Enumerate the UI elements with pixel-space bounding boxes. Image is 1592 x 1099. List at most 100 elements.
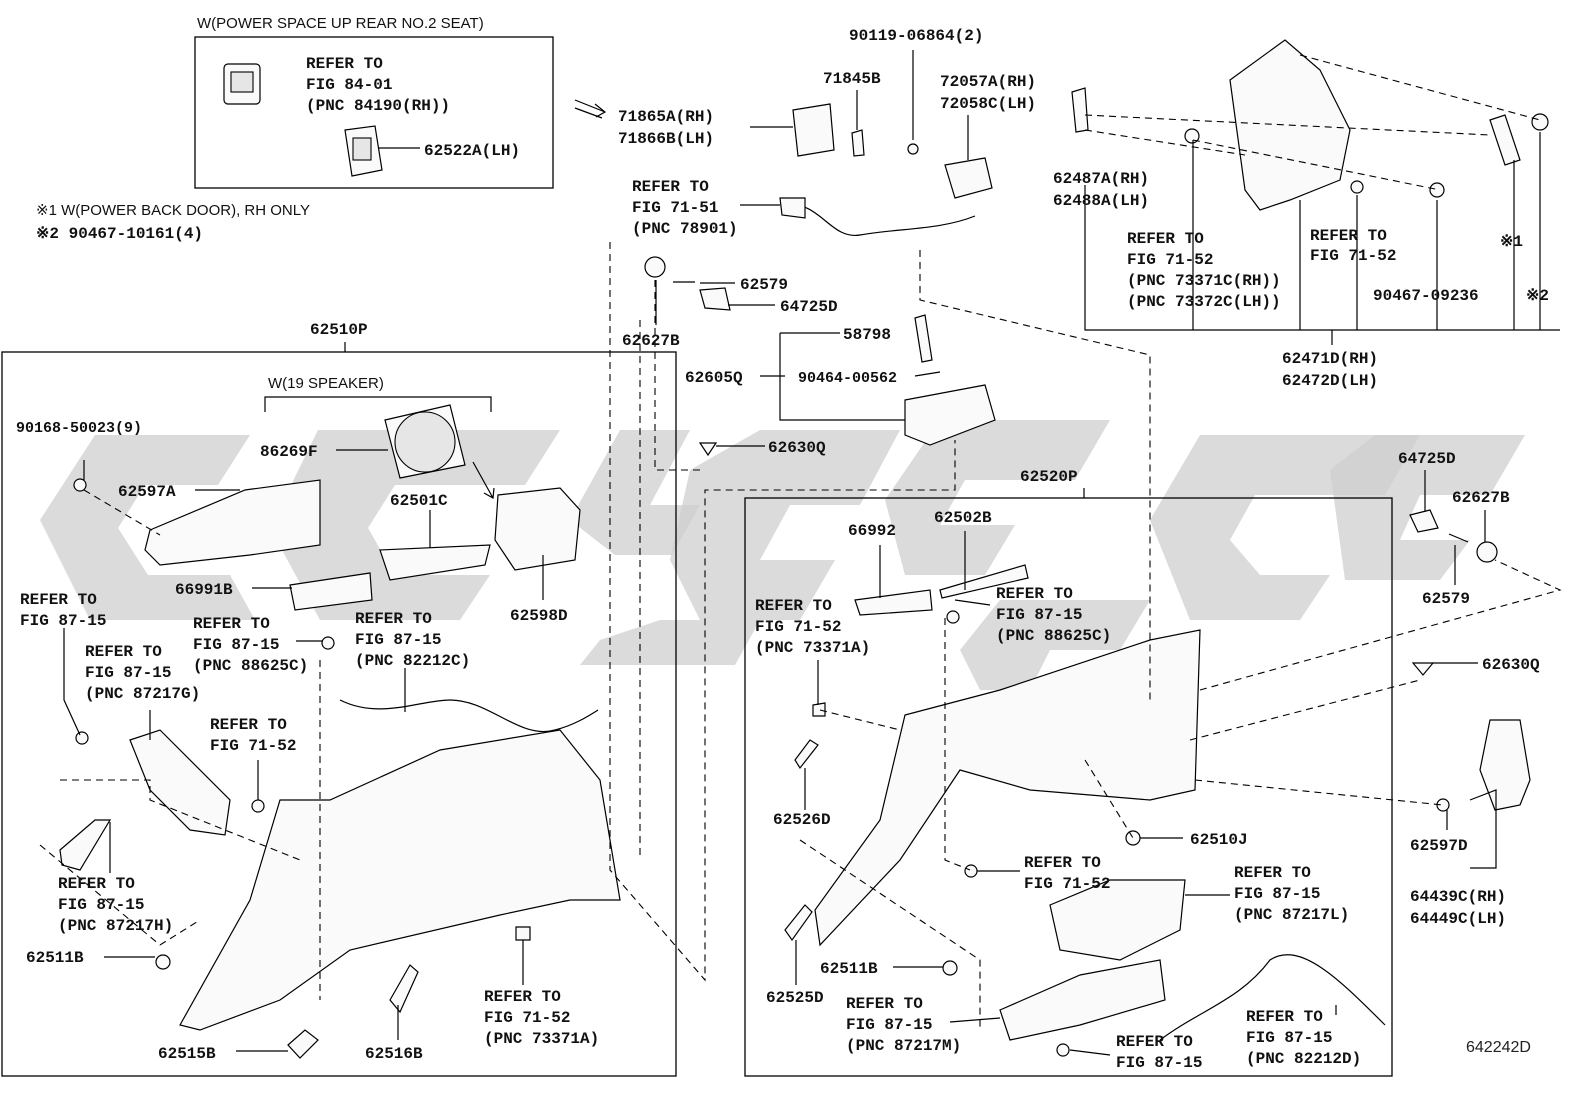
clip-87-15-bottom — [1056, 1043, 1070, 1057]
clip-71-52-part — [1350, 180, 1364, 194]
lid-62605Q-part — [904, 384, 996, 446]
drawing-number: 642242D — [1466, 1039, 1531, 1056]
label-62627B-top: 62627B — [622, 332, 680, 350]
refer-71-52-l2-line1: REFER TO — [484, 988, 561, 1006]
cable-78901 — [784, 204, 976, 236]
watermark-logo — [40, 420, 1525, 690]
left-assembly-box — [1, 351, 677, 1077]
refer-71-52-l2-line3: (PNC 73371A) — [484, 1030, 599, 1048]
screw-62579-right — [1448, 533, 1469, 543]
label-62520P: 62520P — [1020, 468, 1078, 486]
label-62579-right: 62579 — [1422, 590, 1470, 608]
grille-62526D-part — [794, 739, 819, 770]
trim-62510P-part — [179, 729, 621, 1031]
label-72057A: 72057A(RH) — [940, 73, 1036, 91]
label-62579-top: 62579 — [740, 276, 788, 294]
refer-87-15-l3-line3: (PNC 82212C) — [355, 652, 470, 670]
holder-66992-part — [854, 589, 933, 616]
label-62630Q-mid: 62630Q — [768, 439, 826, 457]
label-62526D: 62526D — [773, 811, 831, 829]
label-72058C: 72058C(LH) — [940, 95, 1036, 113]
refer-71-52-m3-line2: FIG 71-52 — [1024, 875, 1110, 893]
label-90464: 90464-00562 — [798, 370, 897, 387]
refer-71-52-l1-line1: REFER TO — [210, 716, 287, 734]
clip-62511B-right — [942, 960, 958, 976]
label-62522A: 62522A(LH) — [424, 142, 520, 160]
note-2: ※2 90467-10161(4) — [36, 225, 203, 243]
label-62472D: 62472D(LH) — [1282, 372, 1378, 390]
grille-62525D-part — [784, 904, 813, 942]
refer-84-01-line1: REFER TO — [306, 55, 383, 73]
clip-71845B-part — [851, 129, 865, 157]
refer-71-51-line2: FIG 71-51 — [632, 199, 718, 217]
label-71866B: 71866B(LH) — [618, 130, 714, 148]
refer-87-15-m2-line2: FIG 87-15 — [996, 606, 1082, 624]
label-62597D: 62597D — [1410, 837, 1468, 855]
clip-71-52-left — [251, 799, 265, 813]
refer-87-15-l1-line2: FIG 87-15 — [20, 612, 106, 630]
box-71865A-part — [792, 103, 835, 157]
refer-87-15-m7-line1: REFER TO — [1246, 1008, 1323, 1026]
seat-option-box — [194, 36, 554, 189]
clip-62511B-left — [155, 954, 171, 970]
clip-64725D-top — [699, 287, 731, 311]
label-62627B-right: 62627B — [1452, 489, 1510, 507]
refer-71-52-m1-line2: FIG 71-52 — [755, 618, 841, 636]
label-62630Q-right: 62630Q — [1482, 656, 1540, 674]
refer-71-52-l2-line2: FIG 71-52 — [484, 1009, 570, 1027]
bolt-90119-part — [907, 143, 919, 155]
clip-87-15-left — [75, 731, 89, 745]
grille-62516B-part — [389, 964, 419, 1014]
label-71865A: 71865A(RH) — [618, 108, 714, 126]
refer-87-15-l2-line3: (PNC 88625C) — [193, 657, 308, 675]
mark-1: ※1 — [1500, 233, 1523, 251]
label-86269F: 86269F — [260, 443, 318, 461]
refer-87-15-l5-line1: REFER TO — [58, 875, 135, 893]
label-90467-09236: 90467-09236 — [1373, 287, 1479, 305]
clip-62510J-part — [1125, 830, 1141, 846]
label-62511B-right: 62511B — [820, 960, 878, 978]
refer-71-52-m3-line1: REFER TO — [1024, 854, 1101, 872]
refer-87-15-l3-line1: REFER TO — [355, 610, 432, 628]
clip-73371A-right — [812, 702, 826, 717]
refer-87-15-m2-line3: (PNC 88625C) — [996, 627, 1111, 645]
label-62501C: 62501C — [390, 492, 448, 510]
refer-87-15-m2-line1: REFER TO — [996, 585, 1073, 603]
refer-87-15-l5-line2: FIG 87-15 — [58, 896, 144, 914]
clip-mark2-part — [1531, 113, 1549, 131]
label-71845B: 71845B — [823, 70, 881, 88]
refer-71-52-l1-line2: FIG 71-52 — [210, 737, 296, 755]
clip-73371C-part — [1184, 128, 1200, 144]
label-62597A: 62597A — [118, 483, 176, 501]
speaker-title: W(19 SPEAKER) — [268, 375, 384, 392]
bracket-mark1-part — [1489, 114, 1521, 166]
label-64439C: 64439C(RH) — [1410, 888, 1506, 906]
duct-87217M-part — [999, 959, 1166, 1041]
note-1: ※1 W(POWER BACK DOOR), RH ONLY — [36, 202, 310, 219]
label-62510P: 62510P — [310, 321, 368, 339]
refer-71-52-r2-line1: REFER TO — [1310, 227, 1387, 245]
refer-71-51-line3: (PNC 78901) — [632, 220, 738, 238]
refer-87-15-l3-line2: FIG 87-15 — [355, 631, 441, 649]
mark-2: ※2 — [1526, 287, 1549, 305]
label-62502B: 62502B — [934, 509, 992, 527]
refer-87-15-l2-line1: REFER TO — [193, 615, 270, 633]
refer-87-15-m5-line2: FIG 87-15 — [846, 1016, 932, 1034]
clip-88625C-left — [321, 636, 335, 650]
wire-82212C — [339, 699, 599, 733]
label-90168: 90168-50023(9) — [16, 420, 142, 437]
seat-switch-part — [223, 63, 261, 105]
refer-87-15-m6-line2: FIG 87-15 — [1116, 1054, 1202, 1072]
label-66991B: 66991B — [175, 581, 233, 599]
label-62598D: 62598D — [510, 607, 568, 625]
refer-71-52-m1-line3: (PNC 73371A) — [755, 639, 870, 657]
refer-87-15-l2-line2: FIG 87-15 — [193, 636, 279, 654]
label-58798: 58798 — [843, 326, 891, 344]
clip-62630Q-right — [1411, 662, 1435, 676]
trim-62520P-part — [814, 629, 1201, 947]
refer-87-15-l4-line2: FIG 87-15 — [85, 664, 171, 682]
label-64725D-top: 64725D — [780, 298, 838, 316]
label-66992: 66992 — [848, 522, 896, 540]
dashed-guides — [39, 54, 1562, 1030]
duct-62597A-part — [144, 479, 321, 566]
